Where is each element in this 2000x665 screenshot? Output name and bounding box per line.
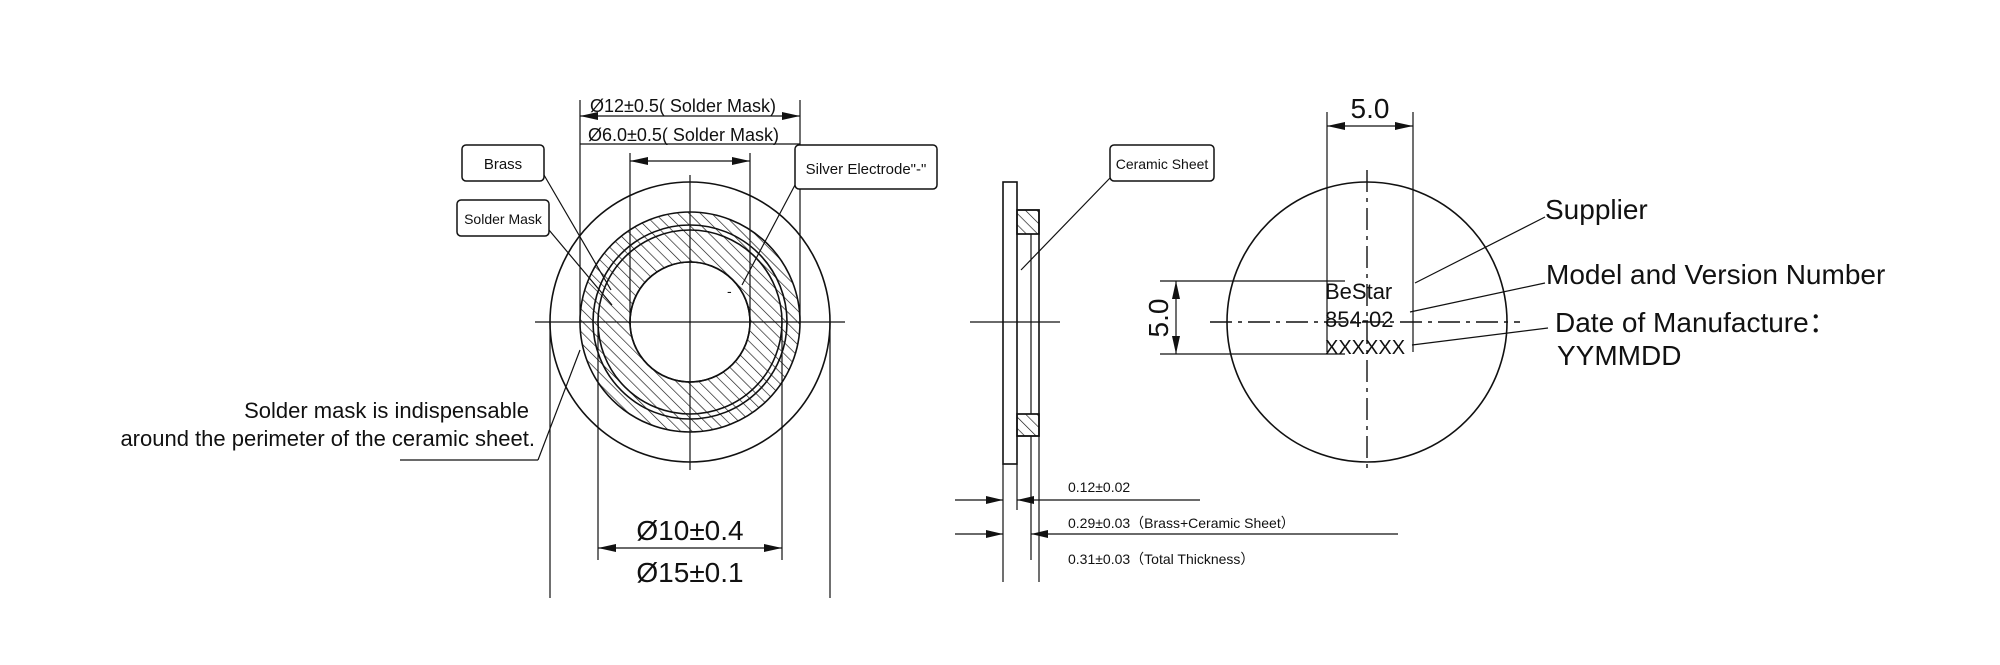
marking-view: 5.0 5.0 BeStar 854-02 XXXXXX Supplier Mo…: [1143, 93, 1885, 470]
label-date-manufacture: Date of Manufacture：: [1555, 307, 1837, 338]
arrowhead: [986, 496, 1003, 504]
dim-brass-thickness: 0.12±0.02: [1068, 479, 1130, 495]
dim-mark-height: 5.0: [1143, 299, 1174, 338]
brass-plate-section: [1002, 181, 1018, 465]
side-view: Ceramic Sheet 0.12±0.02 0.29±0.03（Brass+…: [955, 144, 1398, 582]
arrowhead: [1327, 122, 1345, 130]
arrowhead: [580, 112, 598, 120]
dim-ceramic-diameter: Ø10±0.4: [636, 515, 743, 546]
mark-supplier: BeStar: [1325, 279, 1392, 304]
arrowhead: [630, 157, 648, 165]
arrowhead: [1172, 336, 1180, 354]
label-brass: Brass: [484, 156, 522, 173]
label-ceramic-sheet: Ceramic Sheet: [1116, 156, 1209, 172]
arrowhead: [764, 544, 782, 552]
top-view: Ø12±0.5( Solder Mask) Ø6.0±0.5( Solder M…: [120, 96, 938, 598]
arrowhead: [598, 544, 616, 552]
ceramic-section-top: [1016, 209, 1040, 235]
arrowhead: [1172, 281, 1180, 299]
arrowhead: [782, 112, 800, 120]
arrowhead: [1031, 530, 1048, 538]
note-line-2: around the perimeter of the ceramic shee…: [120, 426, 535, 451]
leader-supplier: [1414, 216, 1546, 284]
leader-silver-electrode: [741, 184, 796, 286]
ceramic-outline: [1017, 209, 1040, 437]
leader-model: [1409, 282, 1546, 313]
label-solder-mask: Solder Mask: [464, 211, 543, 227]
leader-brass: [543, 174, 612, 291]
dim-mark-width: 5.0: [1351, 93, 1390, 124]
mark-date-code: XXXXXX: [1325, 337, 1405, 359]
dim-solder-mask-outer: Ø12±0.5( Solder Mask): [590, 96, 776, 116]
leader-ceramic-sheet: [1020, 177, 1111, 271]
leader-date: [1411, 327, 1549, 346]
callout-box-solder-mask: [456, 199, 550, 237]
electrode-polarity-sign: -: [727, 283, 732, 299]
note-leader: [537, 349, 581, 461]
label-date-format: YYMMDD: [1557, 340, 1681, 371]
dim-brass-diameter: Ø15±0.1: [636, 557, 743, 588]
arrowhead: [732, 157, 750, 165]
ceramic-section-bottom: [1016, 413, 1040, 437]
label-model-version: Model and Version Number: [1546, 259, 1885, 290]
note-line-1: Solder mask is indispensable: [244, 398, 529, 423]
label-silver-electrode: Silver Electrode"-": [806, 161, 927, 178]
arrowhead: [986, 530, 1003, 538]
leader-solder-mask: [548, 229, 613, 306]
mark-model: 854-02: [1325, 307, 1394, 332]
callout-box-brass: [461, 144, 545, 182]
callout-box-silver-electrode: [794, 144, 938, 190]
arrowhead: [1395, 122, 1413, 130]
arrowhead: [1017, 496, 1034, 504]
label-supplier: Supplier: [1545, 194, 1648, 225]
callout-box-ceramic-sheet: [1109, 144, 1215, 182]
dim-brass-ceramic: 0.29±0.03（Brass+Ceramic Sheet）: [1068, 515, 1295, 531]
dim-total-thickness: 0.31±0.03（Total Thickness）: [1068, 551, 1254, 567]
dim-solder-mask-inner: Ø6.0±0.5( Solder Mask): [588, 125, 779, 145]
